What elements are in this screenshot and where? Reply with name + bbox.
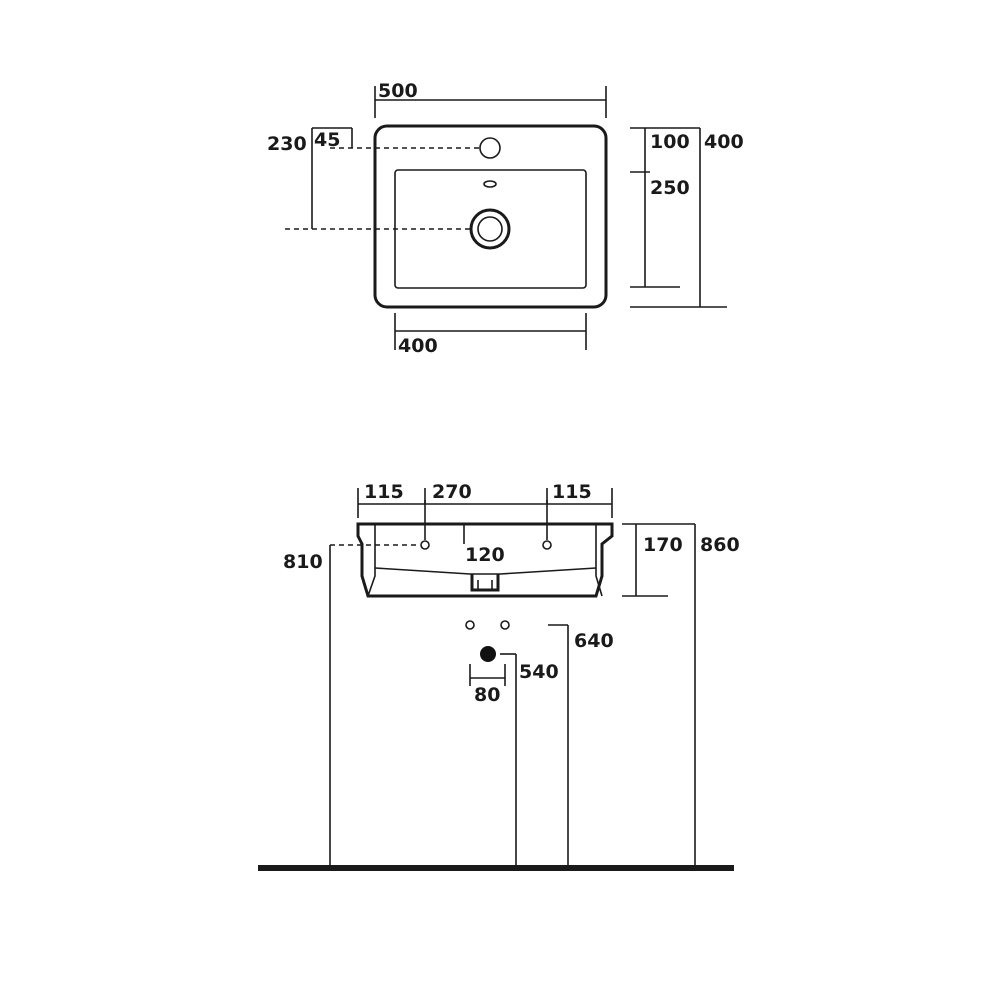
- dim-115-right-label: 115: [552, 481, 592, 503]
- overflow-slot: [483, 180, 497, 188]
- dim-540-label: 540: [519, 661, 559, 683]
- dim-270-label: 270: [432, 481, 472, 503]
- dim-100-label: 100: [650, 131, 690, 153]
- waste-spigot: [470, 574, 500, 592]
- waste-outer: [469, 208, 511, 250]
- dim-860-label: 860: [700, 534, 740, 556]
- waste-inner: [477, 216, 503, 242]
- dim-115-left-label: 115: [364, 481, 404, 503]
- front-view: 115 270 115 120 170 860 810 640 540 80: [258, 481, 740, 871]
- dim-230-label: 230: [267, 133, 307, 155]
- dim-810-label: 810: [283, 551, 323, 573]
- dim-640-label: 640: [574, 630, 614, 652]
- basin-inner-wall-right: [595, 524, 603, 597]
- dim-170-label: 170: [643, 534, 683, 556]
- waste-outlet-wall: [480, 646, 496, 662]
- dim-120-label: 120: [465, 544, 505, 566]
- supply-hole-right: [500, 620, 510, 630]
- fixing-hole-left: [420, 540, 430, 550]
- dim-500-label: 500: [378, 80, 418, 102]
- tap-hole: [479, 137, 501, 159]
- dim-400-depth-label: 400: [704, 131, 744, 153]
- bowl-floor: [374, 567, 597, 575]
- dim-80-label: 80: [474, 684, 500, 706]
- supply-hole-left: [465, 620, 475, 630]
- basin-inner-wall-left: [367, 524, 376, 597]
- basin-outline-front: [356, 522, 614, 598]
- dim-250-label: 250: [650, 177, 690, 199]
- fixing-hole-right: [542, 540, 552, 550]
- dim-45-label: 45: [314, 129, 340, 151]
- basin-outline-top: [373, 124, 608, 309]
- top-view: 500 400 45 230 100 250 400: [267, 80, 744, 357]
- dim-400-bowl-label: 400: [398, 335, 438, 357]
